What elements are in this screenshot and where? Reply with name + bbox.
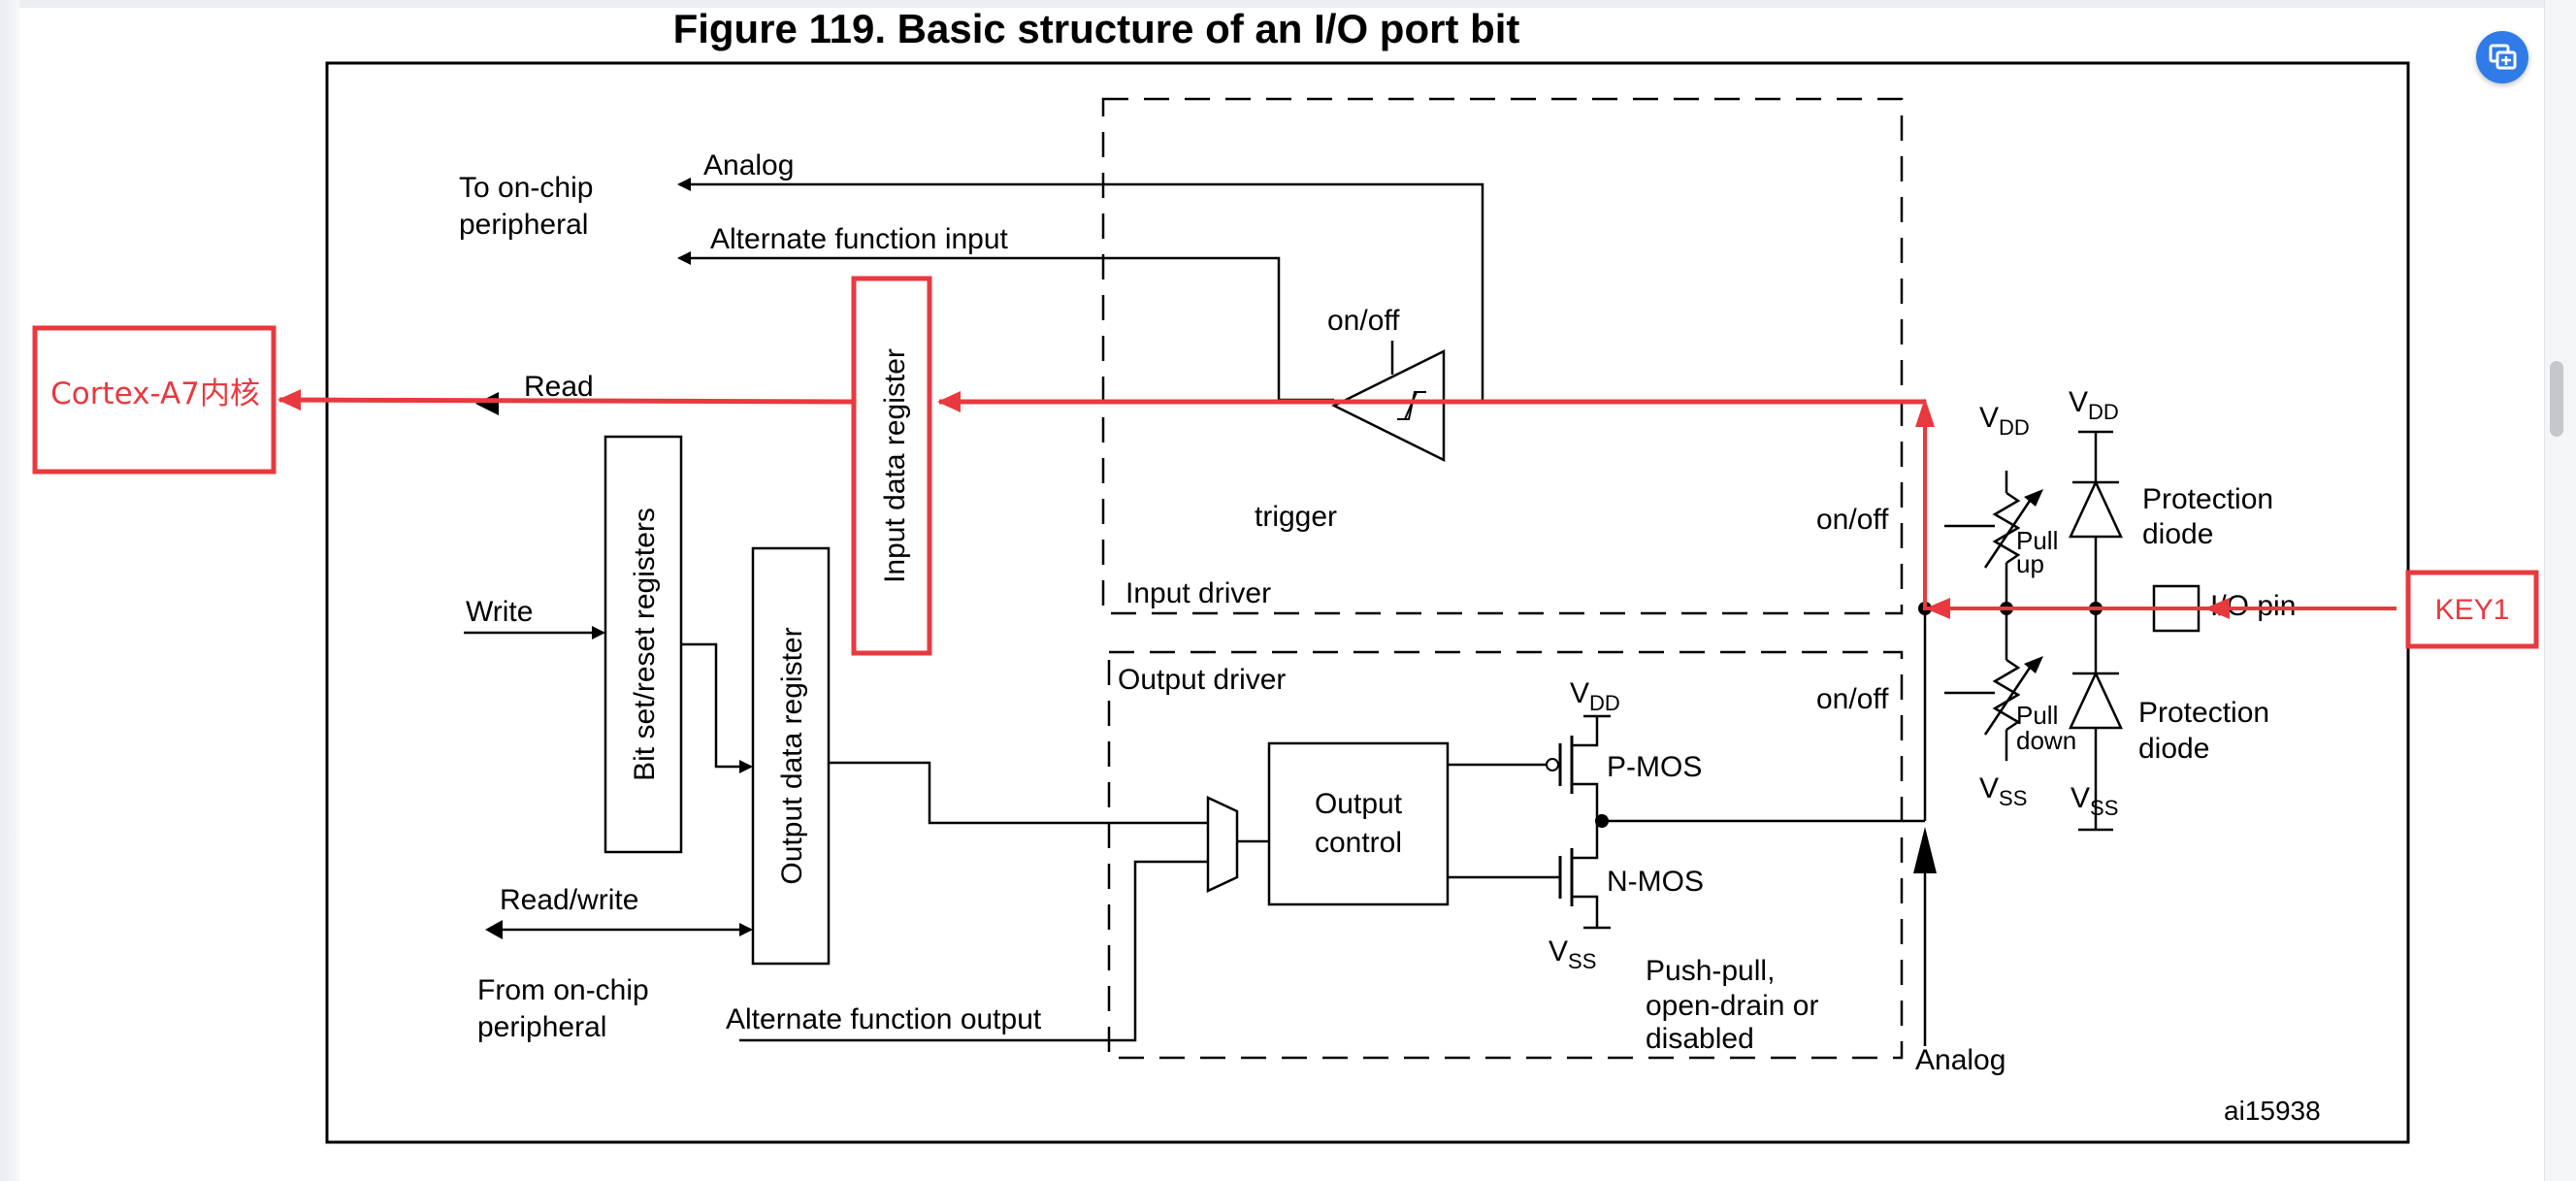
label-output-driver: Output driver (1118, 664, 1286, 696)
vertical-scrollbar[interactable] (2544, 0, 2576, 1181)
red-read-path-line (277, 389, 855, 411)
label-pull-up-2: up (2016, 549, 2044, 578)
highlight-input-data-register (851, 276, 932, 656)
label-vss-diode: VSS (2071, 782, 2118, 820)
label-onoff-pullup: on/off (1816, 504, 1889, 536)
cortex-a7-box (32, 325, 277, 475)
label-analog-bottom: Analog (1915, 1044, 2005, 1076)
schmitt-trigger-icon (1331, 348, 1446, 463)
label-pull-down-1: Pull (2016, 701, 2058, 730)
mux-icon (1206, 796, 1239, 893)
key1-box (2405, 570, 2539, 649)
read-arrow-icon (475, 392, 499, 415)
label-pull-up-1: Pull (2016, 526, 2058, 555)
label-from-onchip-2: peripheral (477, 1011, 606, 1043)
output-data-register-label: Output data register (776, 627, 808, 884)
label-vdd-pmos: VDD (1570, 677, 1620, 715)
bit-set-reset-block (603, 435, 683, 854)
label-read-write: Read/write (500, 884, 638, 916)
label-pull-down-2: down (2016, 726, 2076, 755)
output-data-register-block (751, 546, 831, 966)
alt-func-output-line (739, 860, 1209, 1042)
analog-line (677, 178, 1484, 400)
page-left-edge (0, 0, 19, 1181)
label-trigger: trigger (1255, 501, 1337, 533)
label-to-onchip-1: To on-chip (459, 172, 593, 204)
label-alt-func-input: Alternate function input (710, 223, 1009, 255)
translate-icon (2489, 44, 2517, 70)
red-annotations: Cortex-A7内核 KEY1 (32, 276, 2539, 656)
label-alt-func-output: Alternate function output (726, 1003, 1042, 1035)
label-write: Write (466, 596, 533, 628)
protection-diode-bottom-icon (2069, 671, 2123, 730)
label-input-driver: Input driver (1125, 577, 1271, 609)
key1-label: KEY1 (2435, 594, 2510, 626)
output-control-label-2: control (1315, 827, 1402, 859)
label-read: Read (524, 371, 594, 403)
label-onoff-pulldown: on/off (1816, 683, 1889, 715)
label-vss-pulldown: VSS (1979, 772, 2027, 810)
input-driver-box (1101, 97, 1904, 615)
label-protection-4: diode (2138, 733, 2209, 765)
label-push-pull-3: disabled (1646, 1023, 1754, 1055)
output-control-label-1: Output (1315, 788, 1403, 820)
output-control-block (1267, 741, 1450, 906)
pullup-resistor-icon (1992, 491, 2021, 565)
pmos-gate-bubble (1546, 758, 1559, 771)
odr-to-mux-line (829, 761, 1209, 825)
input-data-register-label: Input data register (879, 348, 911, 583)
analog-bottom-arrow-icon (1913, 827, 1937, 873)
label-vdd-pullup: VDD (1979, 402, 2030, 440)
page-top-edge (0, 0, 2576, 8)
bit-set-reset-label: Bit set/reset registers (629, 508, 661, 781)
translate-float-button[interactable] (2476, 31, 2528, 83)
label-to-onchip-2: peripheral (459, 209, 588, 241)
label-vss-nmos: VSS (1549, 935, 1596, 973)
label-protection-1: Protection (2142, 483, 2273, 515)
protection-diode-top-icon (2069, 479, 2123, 539)
figure-ref-id: ai15938 (2224, 1096, 2321, 1126)
label-protection-2: diode (2142, 518, 2213, 550)
label-from-onchip-1: From on-chip (477, 974, 649, 1006)
label-push-pull-2: open-drain or (1646, 990, 1818, 1022)
output-driver-box (1107, 650, 1904, 1060)
read-write-arrow-icon (485, 920, 503, 939)
label-analog-top: Analog (703, 149, 794, 181)
label-pmos: P-MOS (1607, 751, 1702, 783)
label-nmos: N-MOS (1607, 866, 1704, 898)
set-reset-to-odr-line (681, 642, 753, 773)
alt-func-input-line (677, 251, 1281, 400)
label-push-pull-1: Push-pull, (1646, 955, 1775, 987)
scrollbar-thumb[interactable] (2550, 361, 2563, 437)
label-onoff-trigger: on/off (1327, 305, 1400, 337)
pulldown-resistor-icon (1992, 658, 2021, 732)
figure-title: Figure 119. Basic structure of an I/O po… (673, 6, 1520, 51)
label-protection-3: Protection (2138, 697, 2269, 729)
cortex-a7-label: Cortex-A7内核 (50, 377, 260, 411)
label-vdd-diode: VDD (2069, 386, 2119, 424)
